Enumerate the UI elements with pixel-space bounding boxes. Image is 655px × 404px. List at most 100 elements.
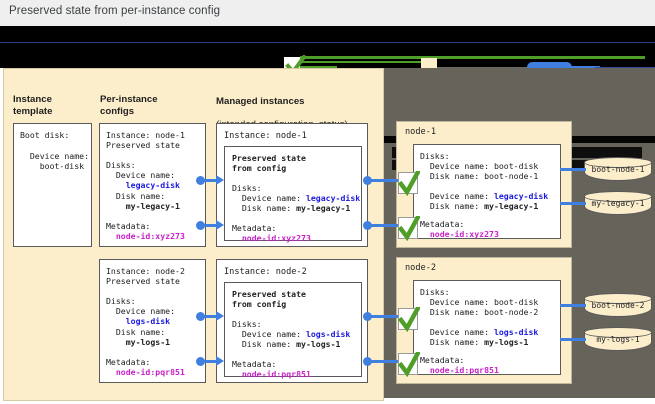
connector-dot-pic1-disk [196, 176, 205, 185]
node2-extra-device-value: logs-disk [493, 327, 539, 337]
pic1-metadata-value: node-id:xyz273 [106, 231, 185, 241]
legend-check-swatch [284, 57, 300, 68]
connector-arrow-pic2-disk [216, 311, 224, 321]
folded-corner-icon [190, 231, 205, 246]
node1-extra-disk-row: Disk name: my-legacy-1 [420, 201, 538, 211]
mi2-metadata-label: Metadata: [232, 359, 277, 369]
mi1-preserved-state-box: Preserved state from config Disks: Devic… [224, 146, 362, 243]
legend-redaction-green-2 [296, 61, 426, 63]
pic1-disk-name-value: my-legacy-1 [106, 201, 180, 211]
green-check-icon-node2-metadata [398, 352, 420, 378]
legend-blue-hairline [595, 67, 655, 68]
legend-redaction-green-1 [300, 56, 645, 59]
connector-line-pic2-metadata [203, 360, 217, 363]
mi1-metadata-value: node-id:xyz273 [232, 233, 311, 243]
node2-metadata-label: Metadata: [420, 355, 465, 365]
mi2-preserved-state-box: Preserved state from config Disks: Devic… [224, 282, 362, 379]
mi1-disks-label: Disks: [232, 183, 262, 193]
disk-label-boot-node-2: boot-node-2 [591, 301, 645, 310]
pic2-disks-label: Disks: [106, 296, 136, 306]
mi1-device-name-label: Device name: [232, 193, 306, 203]
connector-arrow-pic1-disk [216, 175, 224, 185]
pic2-device-name-value: logs-disk [106, 316, 171, 326]
node1-boot-device-label: Device name: boot-disk [420, 161, 539, 171]
mi2-device-name-label: Device name: [232, 329, 306, 339]
pic1-metadata-label: Metadata: [106, 221, 151, 231]
pic1-header2: Preserved state [106, 140, 180, 150]
node-1-disk-details-box: Disks: Device name: boot-disk Disk name:… [413, 144, 561, 239]
connector-line-mi2-disk [370, 315, 398, 318]
column-header-instance-template: Instance template [13, 94, 53, 117]
node2-boot-disk-label: Disk name: boot-node-2 [420, 307, 539, 317]
per-instance-config-card-node-1: Instance: node-1 Preserved state Disks: … [99, 123, 206, 247]
connector-line-mi1-disk [370, 179, 398, 182]
pic2-header1: Instance: node-2 [106, 266, 185, 276]
instance-template-line3: Device name: [20, 151, 90, 161]
pic2-device-name-label: Device name: [106, 306, 176, 316]
node-card-node-2: node-2 Disks: Device name: boot-disk Dis… [396, 257, 572, 384]
pic2-metadata-value: node-id:pqr851 [106, 367, 185, 377]
connector-dot-mi2-disk [363, 312, 372, 321]
connector-dot-mi2-metadata [363, 357, 372, 366]
node1-disks-label: Disks: [420, 151, 450, 161]
connector-line-mi1-metadata [370, 224, 398, 227]
mi2-disk-name-value: my-logs-1 [296, 339, 341, 349]
mi2-device-name-row: Device name: logs-disk [232, 329, 350, 339]
mi2-metadata-value: node-id:pqr851 [232, 369, 311, 379]
node2-extra-device-row: Device name: logs-disk [420, 327, 538, 337]
connector-line-node1-boot-disk [560, 168, 586, 171]
green-check-icon-node2-disk [398, 307, 420, 333]
mi1-title: Instance: node-1 [224, 131, 307, 141]
node2-disks-label: Disks: [420, 287, 450, 297]
mi2-disk-name-label: Disk name: [232, 339, 297, 349]
node-card-node-1: node-1 Disks: Device name: boot-disk Dis… [396, 121, 572, 248]
pic1-device-name-label: Device name: [106, 170, 176, 180]
disk-label-my-legacy-1: my-legacy-1 [591, 199, 645, 208]
mi1-disk-name-row: Disk name: my-legacy-1 [232, 203, 350, 213]
instance-template-line4: boot-disk [20, 161, 85, 171]
legend-hairline [0, 42, 655, 43]
disk-cylinder-my-logs-1: my-logs-1 [584, 327, 652, 352]
managed-instances-line1: Managed instances [216, 95, 305, 107]
connector-line-pic1-disk [203, 179, 217, 182]
mi2-preserved-line1: Preserved state [232, 289, 306, 299]
connector-arrow-pic2-metadata [216, 356, 224, 366]
page-title: Preserved state from per-instance config [9, 5, 221, 17]
disk-cylinder-boot-node-2: boot-node-2 [584, 293, 652, 318]
connector-line-node2-logs-disk [560, 338, 586, 341]
node1-extra-device-value: legacy-disk [493, 191, 549, 201]
mi1-disk-name-label: Disk name: [232, 203, 297, 213]
folded-corner-icon [76, 231, 91, 246]
node1-extra-disk-value: my-legacy-1 [484, 201, 539, 211]
green-check-icon-node1-disk [398, 171, 420, 197]
node1-metadata-value: node-id:xyz273 [420, 229, 499, 239]
folded-corner-icon [190, 367, 205, 382]
per-instance-config-card-node-2: Instance: node-2 Preserved state Disks: … [99, 259, 206, 383]
connector-line-mi2-metadata [370, 360, 398, 363]
node1-boot-disk-label: Disk name: boot-node-1 [420, 171, 539, 181]
mi1-preserved-line1: Preserved state [232, 153, 306, 163]
pic2-disk-name-label: Disk name: [106, 327, 166, 337]
legend-redaction-gray [437, 67, 547, 68]
connector-line-pic1-metadata [203, 224, 217, 227]
mi2-disk-name-row: Disk name: my-logs-1 [232, 339, 341, 349]
connector-dot-pic2-metadata [196, 357, 205, 366]
blue-disk-icon [527, 62, 572, 68]
connector-line-node1-legacy-disk [560, 202, 586, 205]
managed-instance-card-node-1: Instance: node-1 Preserved state from co… [216, 123, 368, 247]
mi2-device-name-value: logs-disk [305, 329, 351, 339]
mi1-metadata-label: Metadata: [232, 223, 277, 233]
node2-extra-disk-label: Disk name: [420, 337, 485, 347]
mi1-device-name-value: legacy-disk [305, 193, 361, 203]
disk-cylinder-boot-node-1: boot-node-1 [584, 157, 652, 182]
cream-swatch-icon [421, 58, 437, 68]
instance-template-line1: Boot disk: [20, 130, 70, 140]
mi2-preserved-line2: from config [232, 299, 287, 309]
connector-dot-mi1-metadata [363, 221, 372, 230]
node-2-label: node-2 [405, 263, 437, 273]
connector-dot-mi1-disk [363, 176, 372, 185]
pic1-device-name-value: legacy-disk [106, 180, 180, 190]
green-check-icon [285, 55, 307, 68]
legend-blue-connector [565, 66, 600, 68]
node1-metadata-label: Metadata: [420, 219, 465, 229]
